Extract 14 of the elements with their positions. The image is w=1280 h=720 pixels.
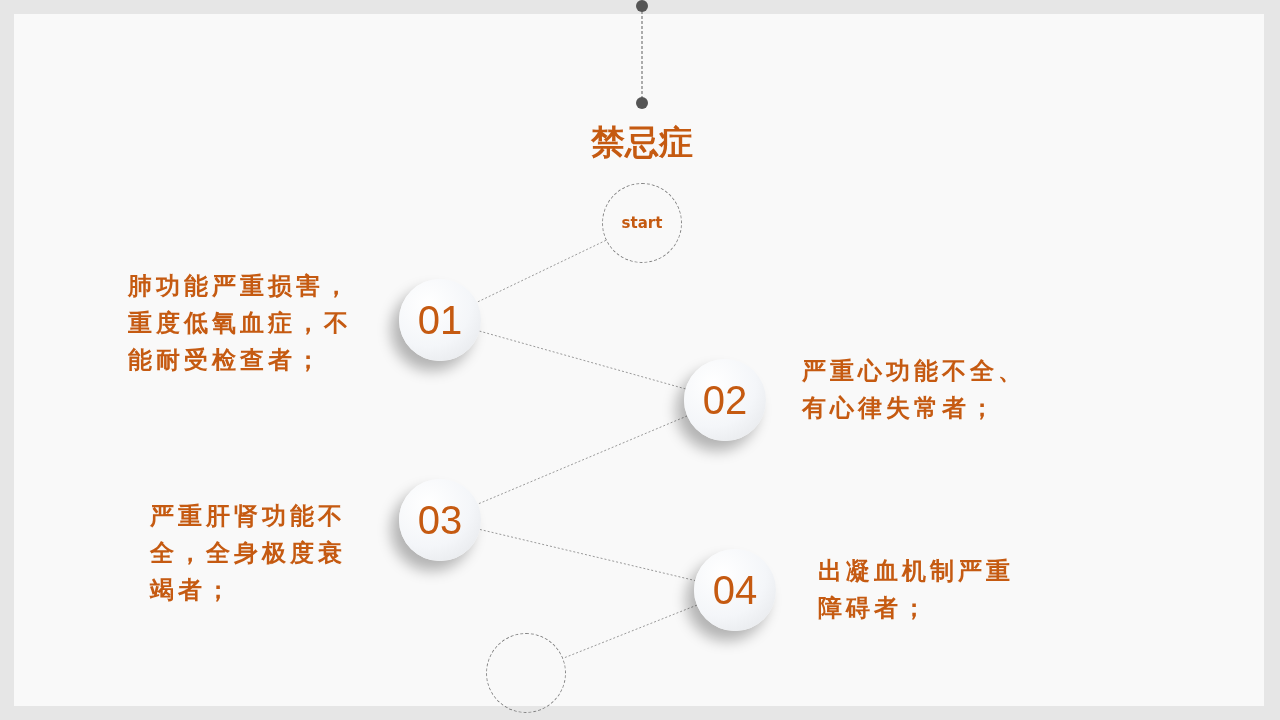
connector-line <box>478 330 687 390</box>
step-number: 04 <box>712 567 758 613</box>
step-description: 严重心功能不全、有心律失常者； <box>802 356 1027 425</box>
step-number: 03 <box>417 497 463 543</box>
step-number: 01 <box>417 297 463 343</box>
step-number: 02 <box>702 377 748 423</box>
connector-line <box>562 604 698 659</box>
start-label: start <box>621 214 663 232</box>
step-description: 严重肝肾功能不全，全身极度衰竭者； <box>150 501 347 607</box>
step-description: 出凝血机制严重障碍者； <box>818 556 1015 625</box>
connector-line <box>477 415 688 505</box>
title: 禁忌症 <box>590 121 694 164</box>
step-description: 肺功能严重损害，重度低氧血症，不能耐受检查者； <box>128 271 353 377</box>
connector-line <box>476 239 607 303</box>
